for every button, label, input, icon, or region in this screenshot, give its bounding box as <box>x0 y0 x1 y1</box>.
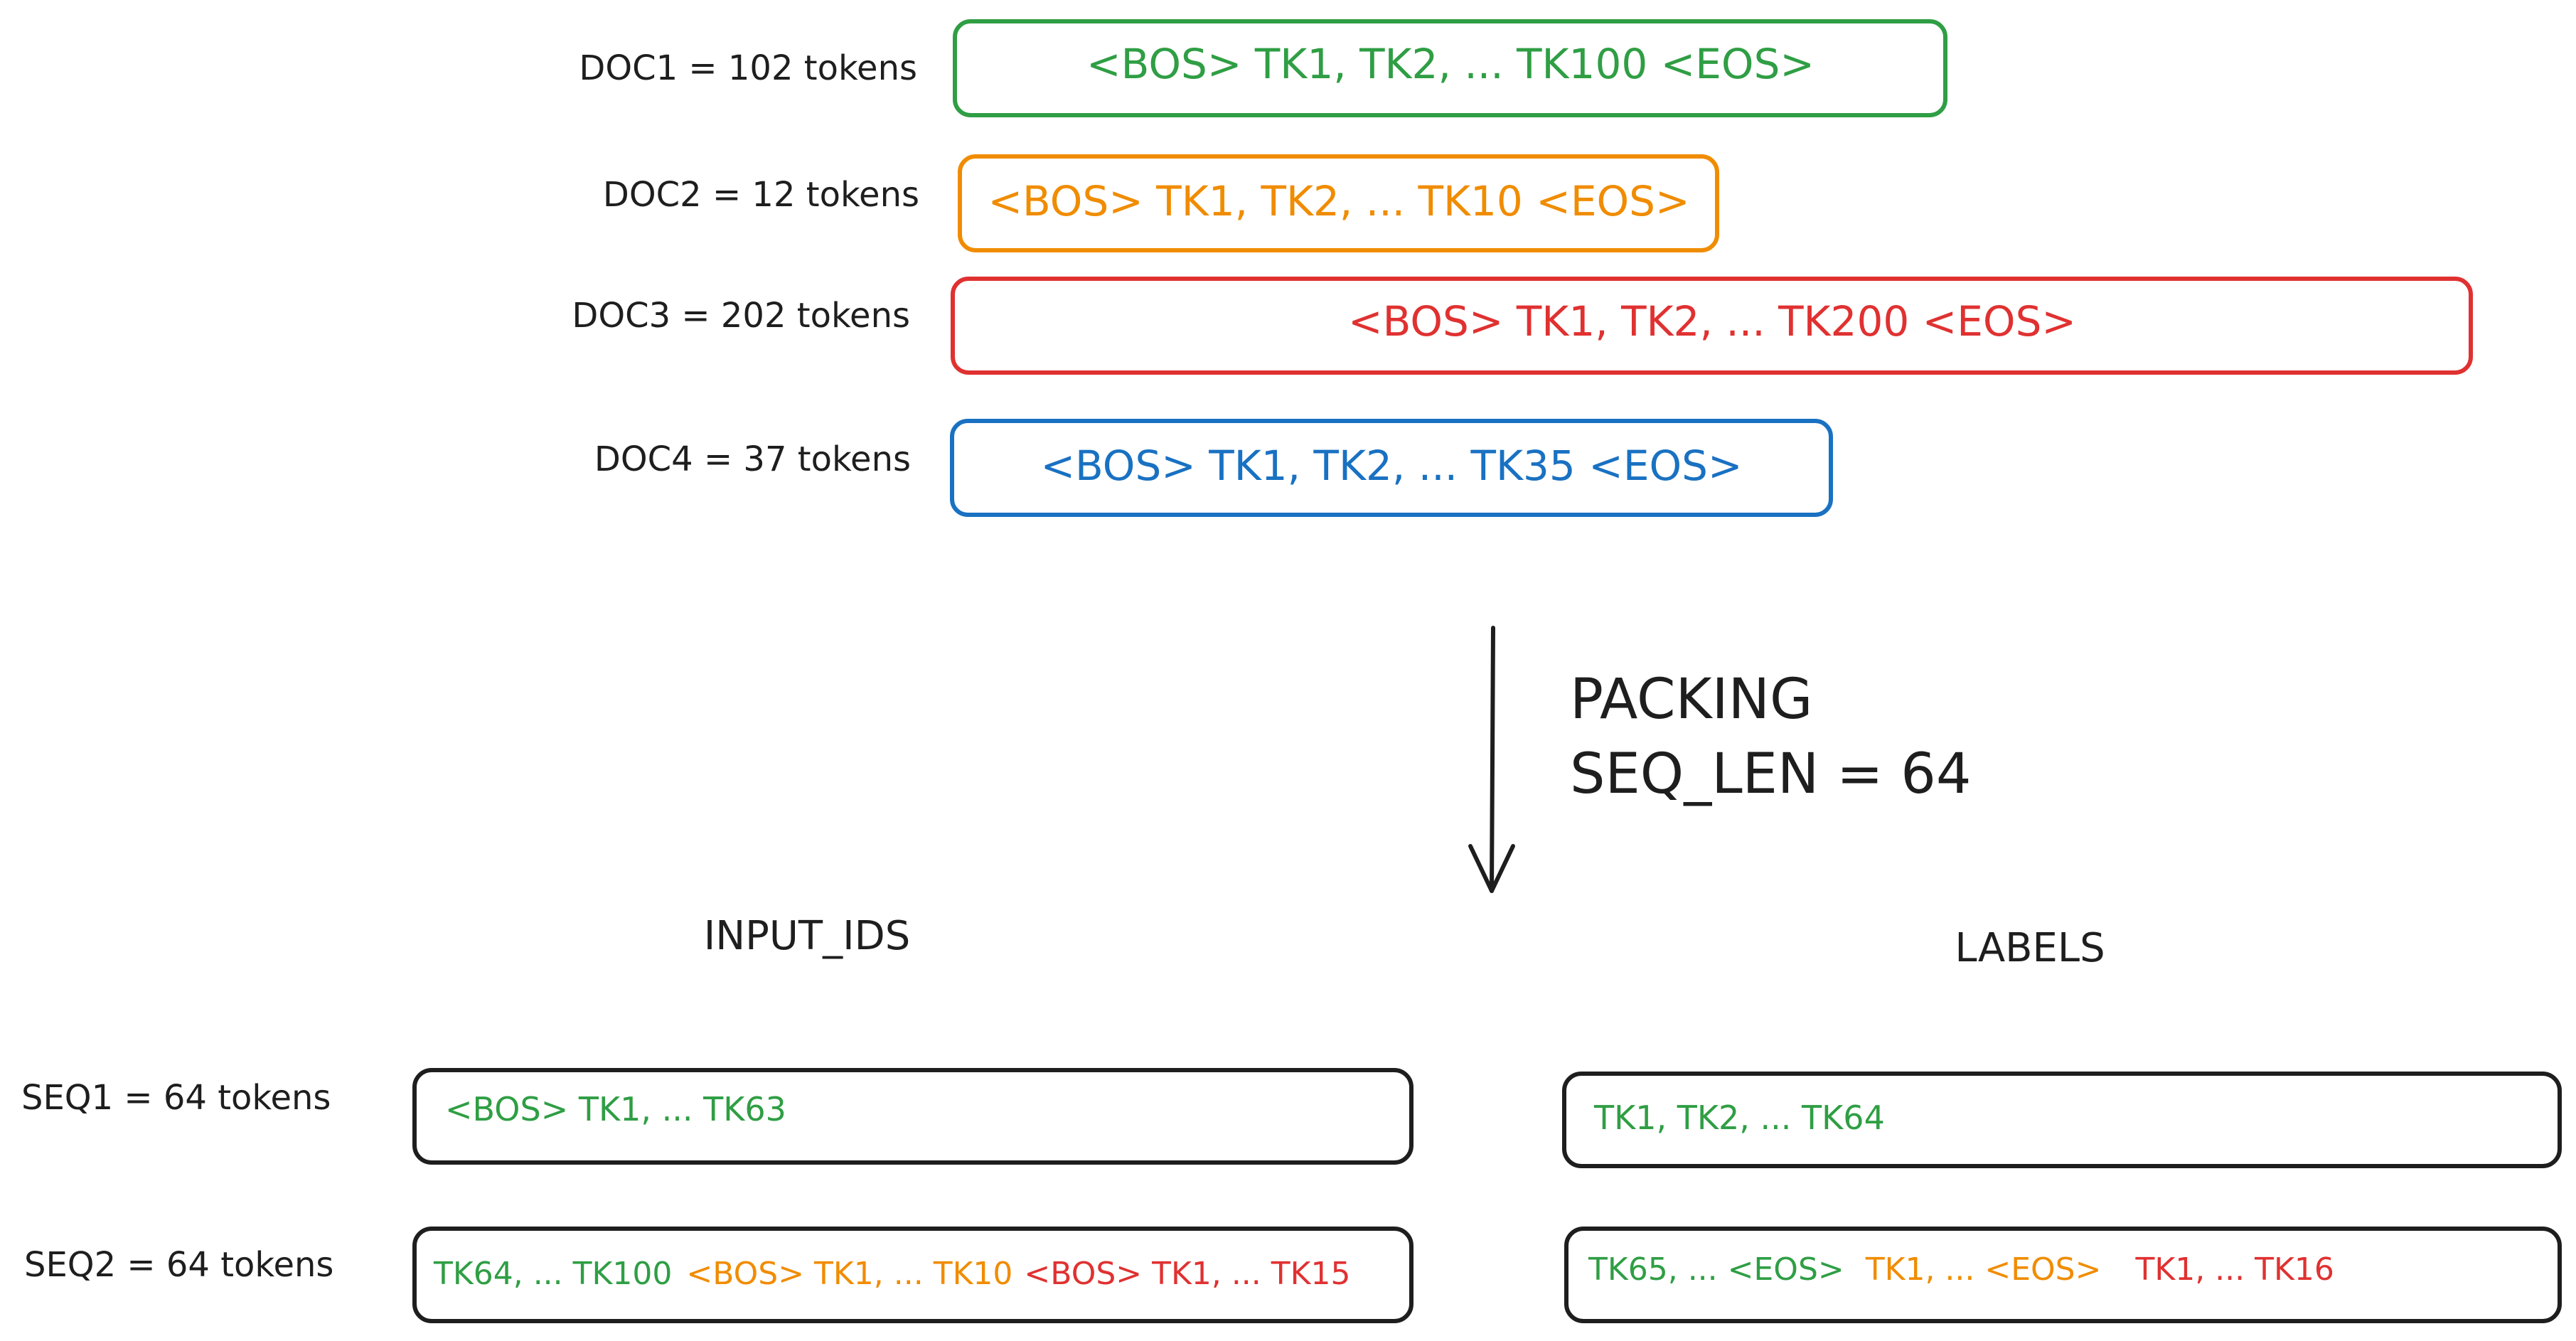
seq1-input-segment: <BOS> TK1, ... TK63 <box>445 1090 786 1128</box>
doc2-row: DOC2 = 12 tokens <BOS> TK1, TK2, ... TK1… <box>603 154 1719 252</box>
seq2-label-segment-doc2: TK1, ... <EOS> <box>1865 1251 2102 1288</box>
doc2-content: <BOS> TK1, TK2, ... TK10 <EOS> <box>988 177 1689 225</box>
seq2-input-ids-box <box>412 1227 1413 1323</box>
doc4-label: DOC4 = 37 tokens <box>594 439 911 479</box>
seq2-input-segment-doc2: <BOS> TK1, ... TK10 <box>686 1256 1012 1292</box>
packing-title: PACKING <box>1570 668 1812 732</box>
seq2-label-segment-doc3: TK1, ... TK16 <box>2134 1251 2334 1288</box>
doc2-label: DOC2 = 12 tokens <box>603 175 919 215</box>
doc2-box <box>958 154 1719 252</box>
doc1-content: <BOS> TK1, TK2, ... TK100 <EOS> <box>1086 40 1815 88</box>
doc4-row: DOC4 = 37 tokens <BOS> TK1, TK2, ... TK3… <box>594 419 1833 517</box>
seq1-input-ids-box <box>412 1068 1413 1165</box>
packing-arrow <box>1468 626 1515 893</box>
doc3-row: DOC3 = 202 tokens <BOS> TK1, TK2, ... TK… <box>572 277 2473 375</box>
doc3-content: <BOS> TK1, TK2, ... TK200 <EOS> <box>1348 297 2076 346</box>
seq1-labels: TK1, TK2, ... TK64 <box>1593 1099 1885 1137</box>
seq1-input-ids: <BOS> TK1, ... TK63 <box>445 1090 786 1128</box>
doc1-label: DOC1 = 102 tokens <box>579 48 917 88</box>
seq2-input-segment-doc1: TK64, ... TK100 <box>433 1256 672 1292</box>
doc3-label: DOC3 = 202 tokens <box>572 296 910 336</box>
seq2-labels-box <box>1564 1227 2562 1323</box>
doc1-box <box>953 19 1947 117</box>
seq1-label: SEQ1 = 64 tokens <box>21 1078 331 1118</box>
seq1-labels-box <box>1562 1072 2562 1168</box>
seq2-input-ids: TK64, ... TK100 <BOS> TK1, ... TK10 <BOS… <box>433 1256 1350 1292</box>
seq1-label-segment: TK1, TK2, ... TK64 <box>1593 1099 1885 1137</box>
seq2-label-segment-doc1: TK65, ... <EOS> <box>1588 1251 1844 1288</box>
seq2-input-segment-doc3: <BOS> TK1, ... TK15 <box>1024 1256 1350 1292</box>
seq2-row: SEQ2 = 64 tokens TK64, ... TK100 <BOS> T… <box>24 1227 2562 1323</box>
doc4-content: <BOS> TK1, TK2, ... TK35 <EOS> <box>1040 442 1742 490</box>
doc1-row: DOC1 = 102 tokens <BOS> TK1, TK2, ... TK… <box>579 19 1947 117</box>
input-ids-heading: INPUT_IDS <box>704 913 911 959</box>
packing-seq-len: SEQ_LEN = 64 <box>1570 742 1971 806</box>
labels-heading: LABELS <box>1955 925 2105 971</box>
doc3-box <box>951 277 2473 375</box>
seq2-labels: TK65, ... <EOS> TK1, ... <EOS> TK1, ... … <box>1588 1251 2334 1288</box>
seq1-row: SEQ1 = 64 tokens <BOS> TK1, ... TK63 TK1… <box>21 1068 2562 1168</box>
doc4-box <box>950 419 1833 517</box>
seq2-label: SEQ2 = 64 tokens <box>24 1245 333 1285</box>
